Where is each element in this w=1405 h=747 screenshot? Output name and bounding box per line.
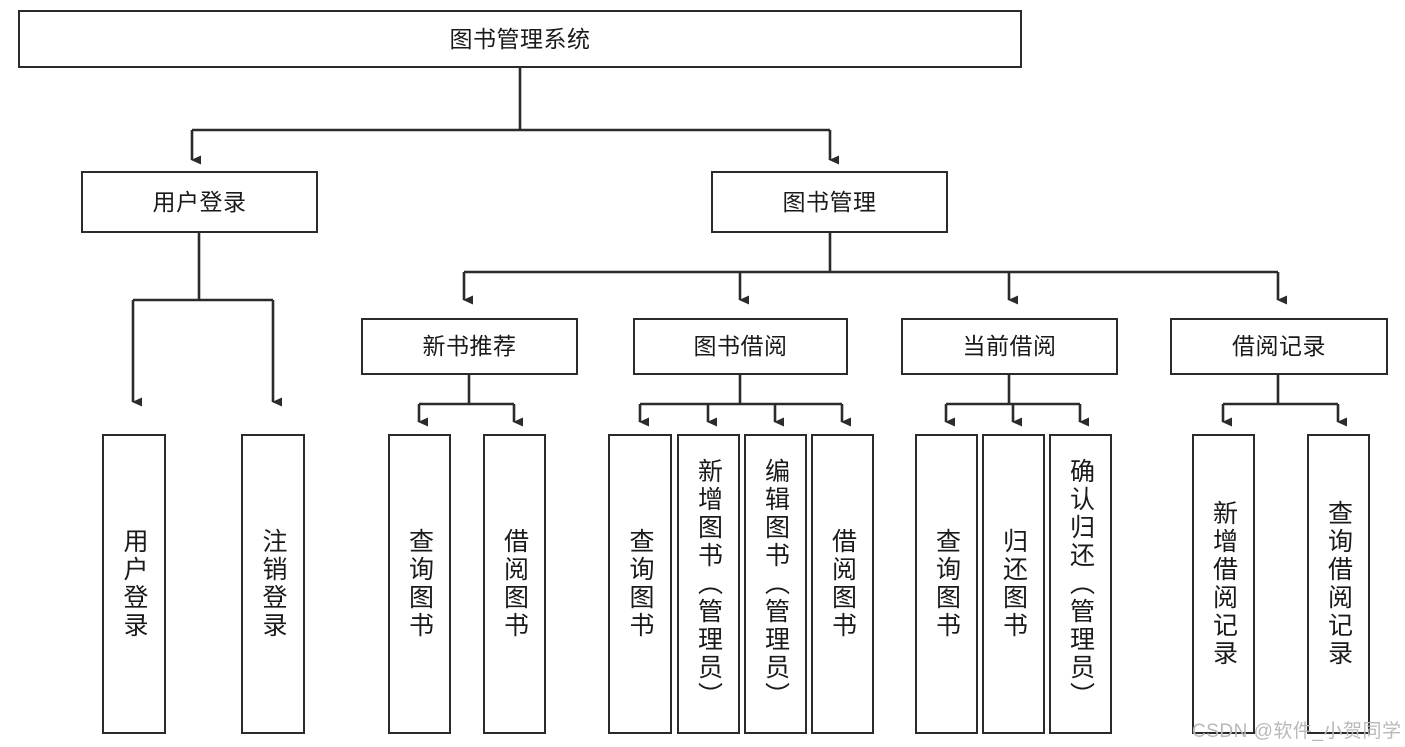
node-leaf-user-login[interactable]: 用户登录 xyxy=(102,434,166,734)
node-label: 当前借阅 xyxy=(962,333,1057,360)
node-label: 注销登录 xyxy=(259,528,287,640)
csdn-watermark: CSDN @软件_小贺同学 xyxy=(1192,721,1402,742)
node-leaf-edit-book[interactable]: 编辑图书（管理员） xyxy=(744,434,807,734)
node-leaf-add-borrow-record[interactable]: 新增借阅记录 xyxy=(1192,434,1255,734)
node-label: 图书管理系统 xyxy=(449,25,591,52)
node-book-borrow[interactable]: 图书借阅 xyxy=(633,318,848,375)
node-label: 用户登录 xyxy=(120,528,148,640)
node-leaf-add-book[interactable]: 新增图书（管理员） xyxy=(677,434,740,734)
node-leaf-query-book-borrow[interactable]: 查询图书 xyxy=(608,434,672,734)
node-leaf-borrow-book-recommend[interactable]: 借阅图书 xyxy=(483,434,546,734)
node-label: 查询图书 xyxy=(405,528,434,640)
node-user-login[interactable]: 用户登录 xyxy=(81,171,318,233)
node-label: 图书借阅 xyxy=(693,333,788,360)
node-label: 确认归还（管理员） xyxy=(1066,458,1095,710)
node-leaf-return-book[interactable]: 归还图书 xyxy=(982,434,1045,734)
node-book-management[interactable]: 图书管理 xyxy=(711,171,948,233)
node-label: 图书管理 xyxy=(782,188,877,215)
node-label: 用户登录 xyxy=(152,188,247,215)
node-label: 借阅图书 xyxy=(500,528,529,640)
node-leaf-query-borrow-record[interactable]: 查询借阅记录 xyxy=(1307,434,1370,734)
node-root-book-management-system[interactable]: 图书管理系统 xyxy=(18,10,1022,68)
node-label: 查询图书 xyxy=(932,528,961,640)
node-label: 新书推荐 xyxy=(422,333,517,360)
node-leaf-borrow-book[interactable]: 借阅图书 xyxy=(811,434,874,734)
node-label: 借阅记录 xyxy=(1232,333,1326,360)
node-leaf-query-book-recommend[interactable]: 查询图书 xyxy=(388,434,451,734)
node-label: 归还图书 xyxy=(999,528,1028,640)
node-label: 新增图书（管理员） xyxy=(694,458,723,710)
node-label: 编辑图书（管理员） xyxy=(761,458,790,710)
node-leaf-query-book-current[interactable]: 查询图书 xyxy=(915,434,978,734)
node-label: 借阅图书 xyxy=(828,528,857,640)
node-label: 查询借阅记录 xyxy=(1324,500,1353,668)
node-borrow-record[interactable]: 借阅记录 xyxy=(1170,318,1388,375)
node-current-borrow[interactable]: 当前借阅 xyxy=(901,318,1118,375)
node-label: 新增借阅记录 xyxy=(1209,500,1238,668)
node-new-book-recommend[interactable]: 新书推荐 xyxy=(361,318,578,375)
node-leaf-confirm-return[interactable]: 确认归还（管理员） xyxy=(1049,434,1112,734)
node-leaf-user-logout[interactable]: 注销登录 xyxy=(241,434,305,734)
node-label: 查询图书 xyxy=(626,528,654,640)
